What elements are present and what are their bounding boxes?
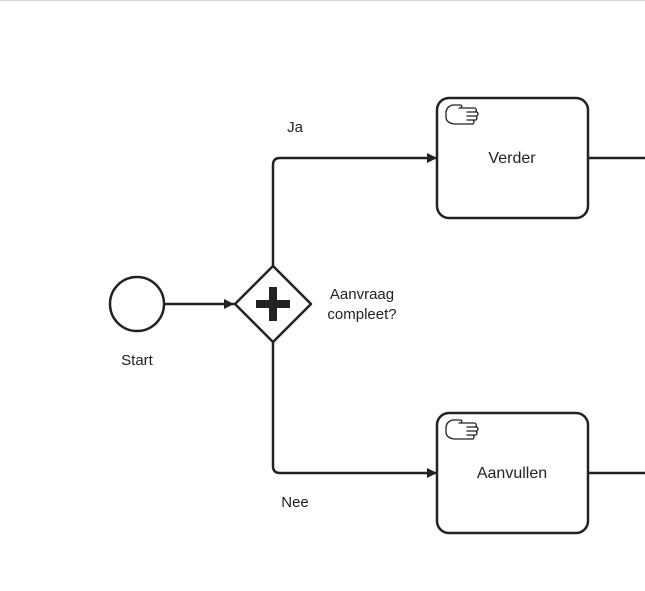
gateway-label-line1: Aanvraag [330,286,394,303]
start-event-label: Start [121,352,154,369]
flow-yes-label: Ja [287,119,304,136]
hand-icon [445,104,479,125]
flow-no[interactable] [271,342,437,478]
gateway-label-line2: compleet? [327,306,396,323]
task-verder[interactable]: Verder [435,96,590,220]
flow-no-label: Nee [281,494,309,511]
parallel-gateway[interactable] [233,264,313,344]
task-verder-label: Verder [488,150,536,167]
flow-yes[interactable] [271,153,437,266]
task-aanvullen[interactable]: Aanvullen [435,411,590,535]
hand-icon [445,419,479,440]
task-aanvullen-label: Aanvullen [477,465,547,482]
start-event[interactable] [108,275,166,333]
plus-icon [256,287,290,321]
